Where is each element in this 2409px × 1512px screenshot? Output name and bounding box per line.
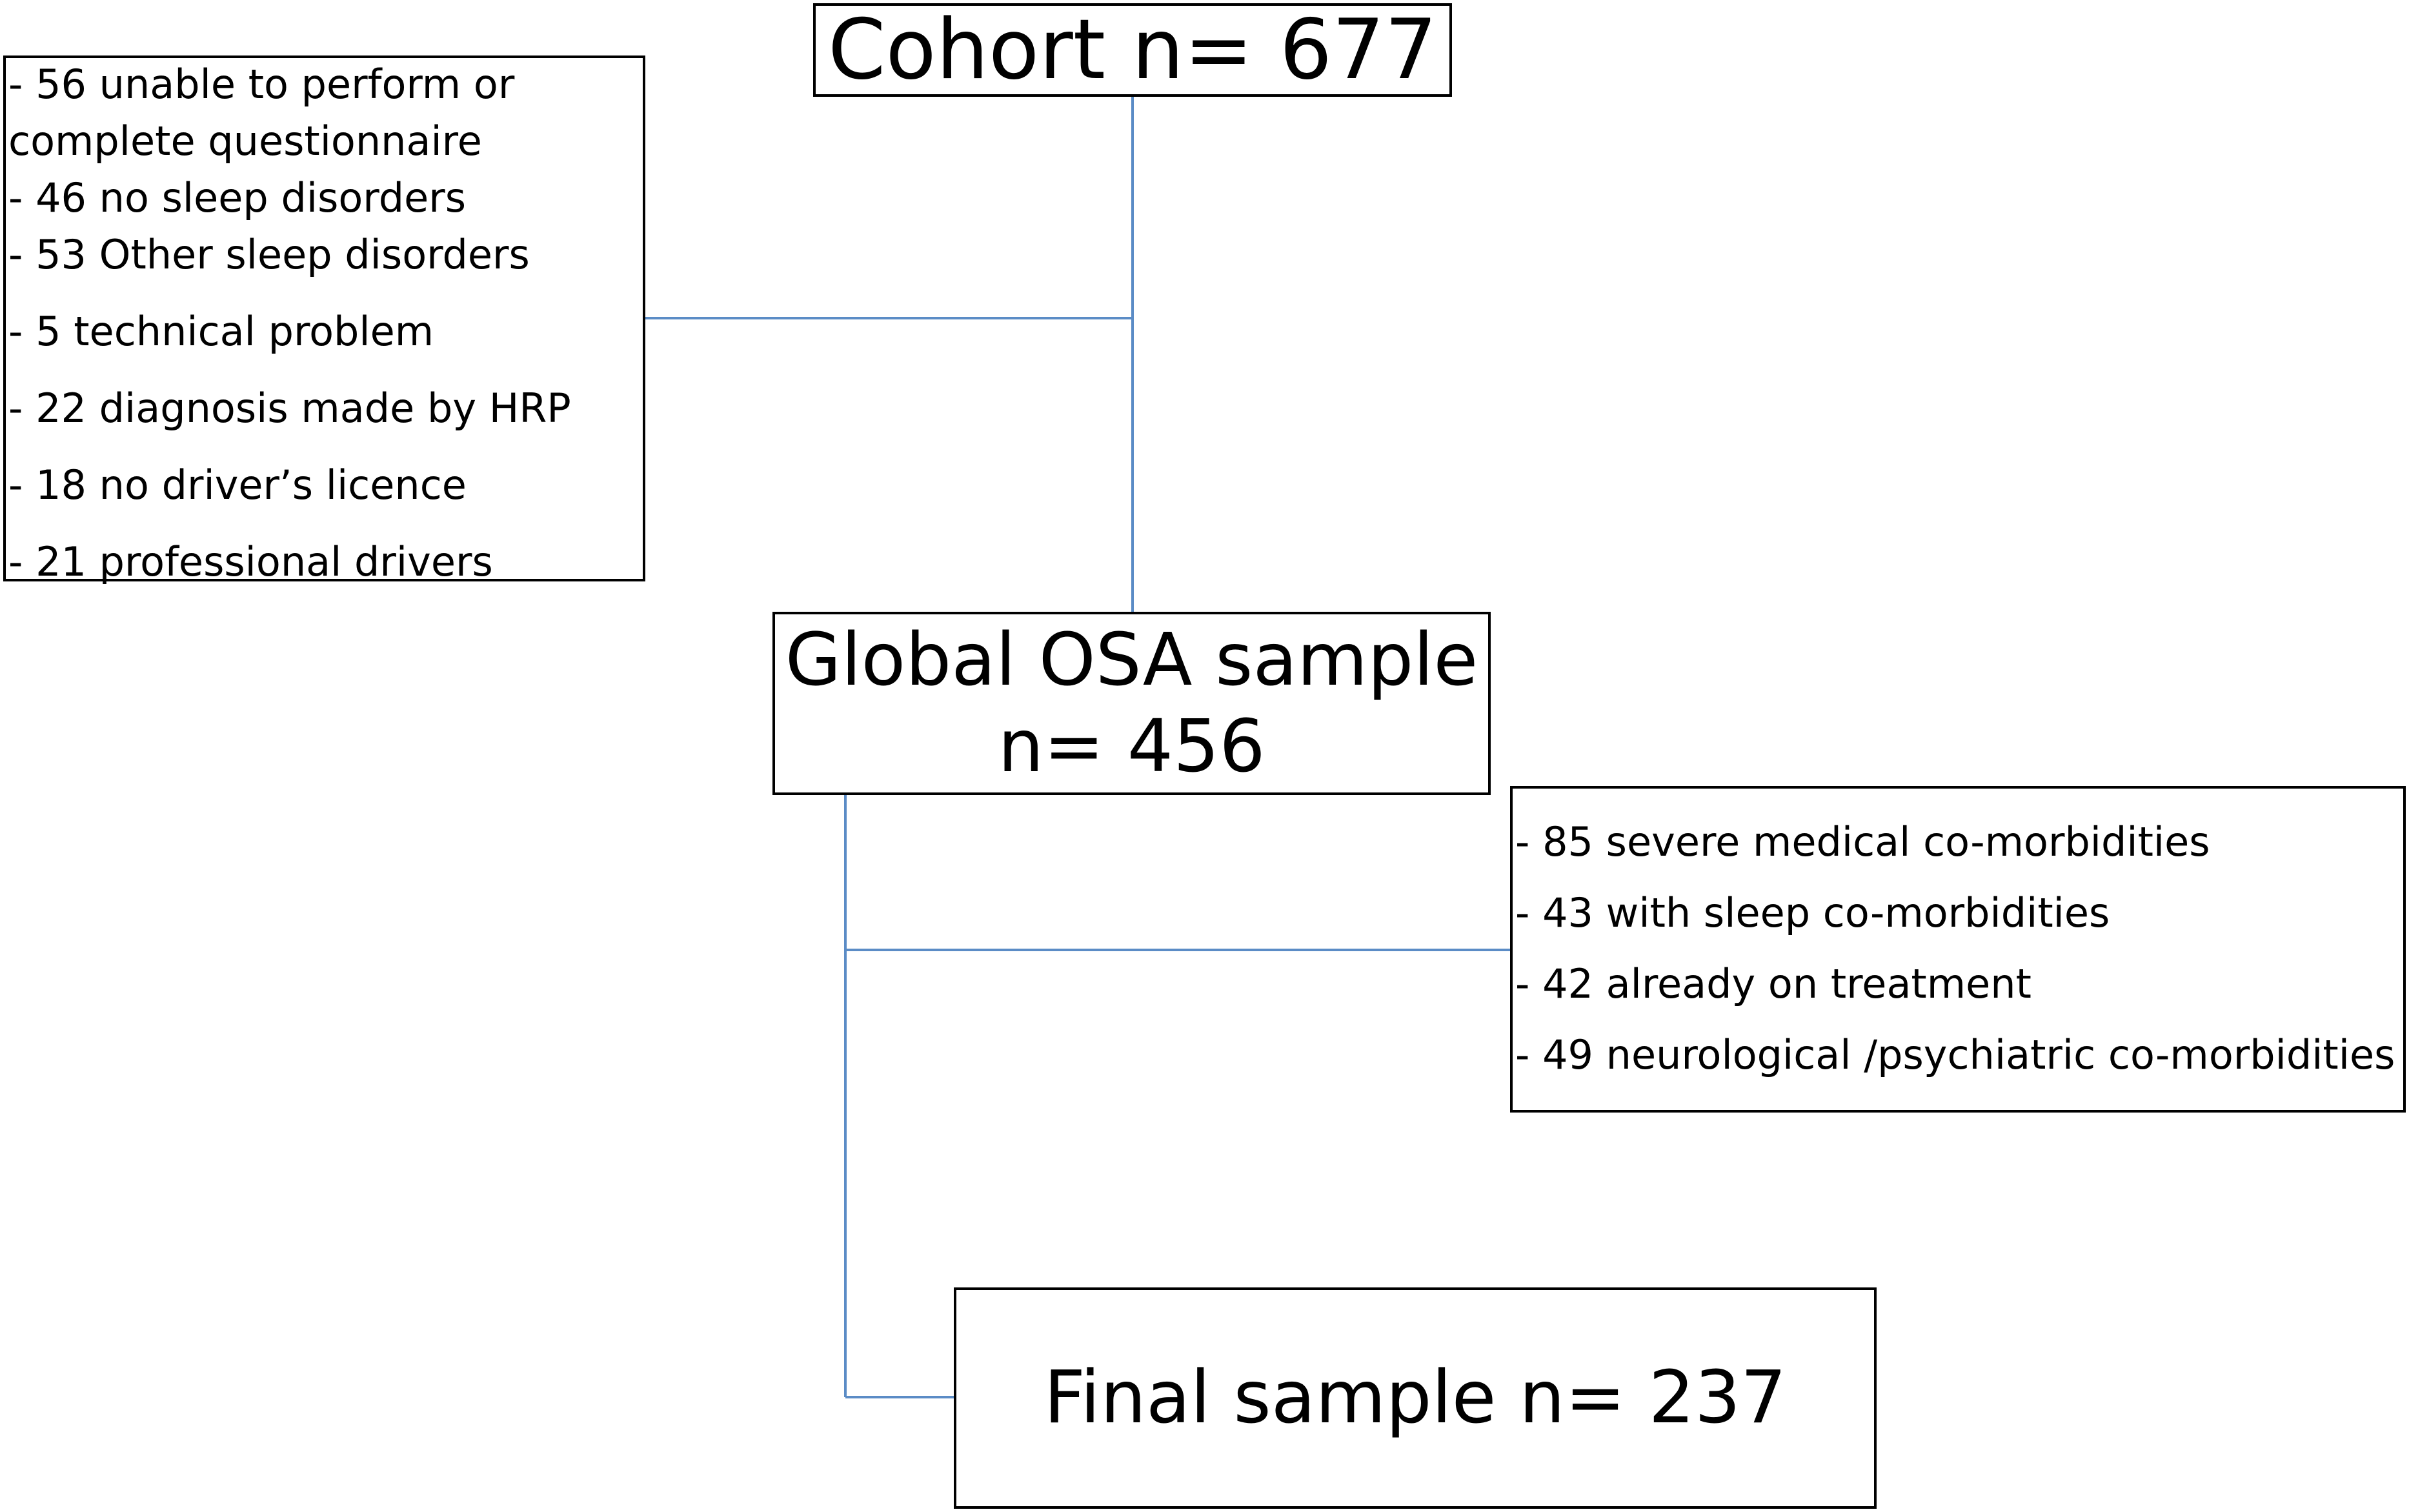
global-osa-label: Global OSA sample (785, 618, 1478, 702)
exclusion-item: complete questionnaire (8, 117, 482, 165)
second-exclusions-box: - 85 severe medical co-morbidities - 43 … (1510, 786, 2406, 1113)
exclusion-item: - 53 Other sleep disorders (8, 231, 530, 278)
exclusion-item: - 42 already on treatment (1515, 960, 2031, 1007)
exclusion-item: - 18 no driver’s licence (8, 461, 467, 509)
exclusion-item: - 21 professional drivers (8, 538, 493, 585)
global-osa-count: n= 456 (998, 705, 1265, 789)
cohort-label: Cohort n= 677 (828, 1, 1437, 98)
cohort-box: Cohort n= 677 (813, 1, 1452, 98)
final-sample-box: Final sample n= 237 (954, 1287, 1877, 1509)
final-sample-label: Final sample n= 237 (1043, 1356, 1787, 1440)
first-exclusions-box: - 56 unable to perform or complete quest… (3, 55, 645, 585)
exclusion-item: - 46 no sleep disorders (8, 174, 467, 221)
exclusion-item: - 43 with sleep co-morbidities (1515, 889, 2110, 936)
exclusion-item: - 49 neurological /psychiatric co-morbid… (1515, 1031, 2395, 1078)
exclusion-item: - 22 diagnosis made by HRP (8, 385, 571, 432)
exclusion-item: - 56 unable to perform or (8, 61, 515, 108)
exclusion-item: - 5 technical problem (8, 308, 434, 355)
global-osa-box: Global OSA sample n= 456 (772, 612, 1491, 795)
exclusion-item: - 85 severe medical co-morbidities (1515, 818, 2210, 865)
